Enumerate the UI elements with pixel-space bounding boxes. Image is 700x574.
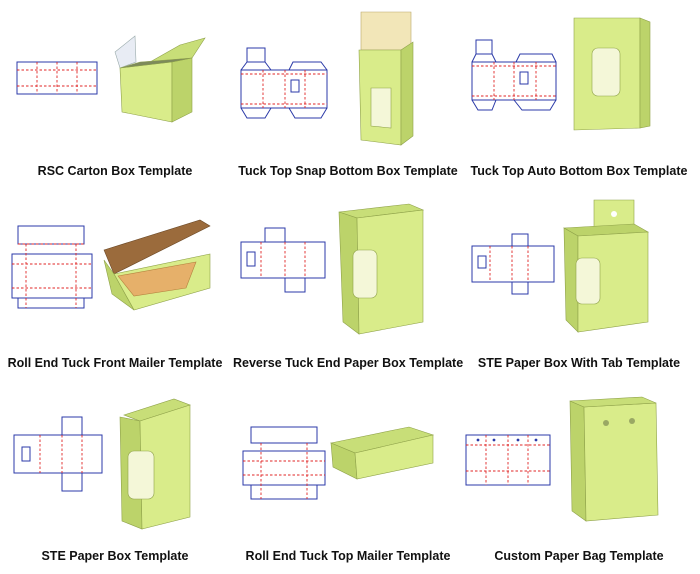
template-ste-paper-box[interactable]: STE Paper Box Template — [0, 383, 230, 574]
box-3d — [119, 398, 191, 530]
dieline — [11, 225, 93, 309]
box-3d — [562, 199, 650, 333]
dieline — [16, 61, 98, 95]
bag-3d — [569, 396, 659, 522]
custom-paper-bag-illustration — [465, 396, 659, 522]
template-label: Custom Paper Bag Template — [494, 549, 664, 563]
template-label: STE Paper Box With Tab Template — [477, 356, 681, 370]
ste-with-tab-illustration — [471, 199, 650, 333]
template-label: Roll End Tuck Top Mailer Template — [245, 549, 451, 563]
box-3d — [114, 35, 206, 123]
template-label: RSC Carton Box Template — [37, 164, 193, 178]
reverse-tuck-end-illustration — [240, 203, 425, 335]
tuck-top-snap-bottom-illustration — [240, 11, 414, 146]
dieline — [240, 227, 326, 293]
dieline — [471, 39, 557, 111]
rsc-carton-illustration — [16, 35, 206, 123]
box-3d — [338, 203, 425, 335]
box-3d — [358, 11, 414, 146]
tuck-top-auto-bottom-illustration — [471, 17, 651, 131]
box-3d — [329, 426, 435, 480]
template-label: Reverse Tuck End Paper Box Template — [233, 356, 464, 370]
ste-paper-box-illustration — [13, 398, 191, 530]
template-rsc-carton[interactable]: RSC Carton Box Template — [0, 0, 230, 191]
template-roll-end-tuck-front-mailer[interactable]: Roll End Tuck Front Mailer Template — [0, 192, 230, 383]
dieline — [471, 233, 555, 295]
template-label: Roll End Tuck Front Mailer Template — [7, 356, 223, 370]
dieline — [465, 434, 551, 486]
box-3d — [573, 17, 651, 131]
dieline — [13, 416, 103, 492]
template-reverse-tuck-end[interactable]: Reverse Tuck End Paper Box Template — [233, 192, 463, 383]
template-label: STE Paper Box Template — [41, 549, 189, 563]
dieline — [240, 47, 328, 119]
box-3d — [103, 219, 211, 311]
template-tuck-top-auto-bottom[interactable]: Tuck Top Auto Bottom Box Template — [464, 0, 694, 191]
roll-end-tuck-top-mailer-illustration — [242, 426, 435, 500]
template-roll-end-tuck-top-mailer[interactable]: Roll End Tuck Top Mailer Template — [233, 383, 463, 574]
template-ste-with-tab[interactable]: STE Paper Box With Tab Template — [464, 192, 694, 383]
template-label: Tuck Top Snap Bottom Box Template — [238, 164, 458, 178]
template-tuck-top-snap-bottom[interactable]: Tuck Top Snap Bottom Box Template — [233, 0, 463, 191]
template-label: Tuck Top Auto Bottom Box Template — [470, 164, 688, 178]
dieline — [242, 426, 326, 500]
roll-end-tuck-front-mailer-illustration — [11, 219, 211, 311]
template-custom-paper-bag[interactable]: Custom Paper Bag Template — [464, 383, 694, 574]
